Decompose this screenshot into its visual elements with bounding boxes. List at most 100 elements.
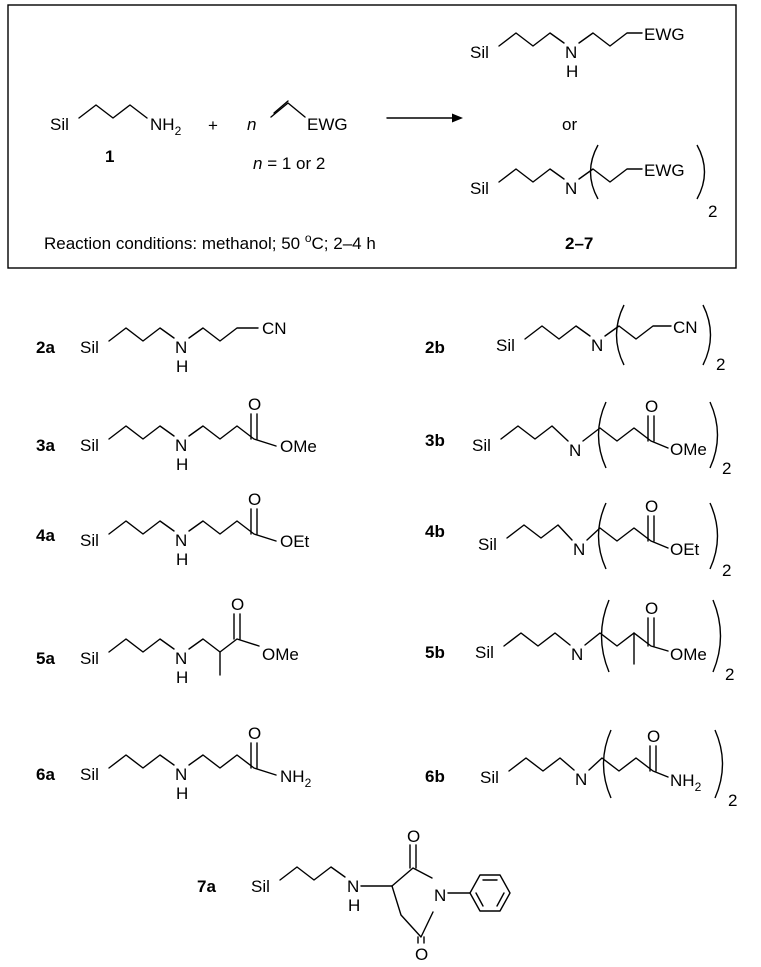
- reaction-conditions-text: Reaction conditions: methanol; 50 oC; 2–…: [44, 231, 376, 253]
- compound-3a-structure: 3a Sil N H O OMe: [36, 395, 317, 474]
- reagent-structure: n EWG n = 1 or 2: [247, 100, 348, 173]
- plus-sign: +: [208, 116, 218, 135]
- compound-3a-h: H: [176, 455, 188, 474]
- compound-5b-chain-right: [584, 632, 669, 652]
- product-bis-ewg-label: EWG: [644, 161, 685, 180]
- compound-4b-label: 4b: [425, 522, 445, 541]
- compound-4b-left-paren: [597, 502, 607, 570]
- reaction-arrow: [386, 113, 463, 123]
- reactant-chain: [78, 104, 148, 119]
- compound-5b-left-paren: [600, 599, 610, 673]
- compound-2b-structure: 2b Sil N CN 2: [425, 304, 725, 374]
- vinyl-bond: [270, 102, 306, 118]
- compound-2b-n: N: [591, 336, 603, 355]
- product-mono-h-label: H: [566, 62, 578, 81]
- compound-5b-n: N: [571, 645, 583, 664]
- compound-4b-o: O: [645, 497, 658, 516]
- compound-5a-chain-right: [188, 638, 260, 653]
- product-mono-ewg-label: EWG: [644, 25, 685, 44]
- compound-4a-h: H: [176, 550, 188, 569]
- compound-6b-sil: Sil: [480, 768, 499, 787]
- compound-2a-chain-right: [188, 327, 259, 342]
- compound-6a-o: O: [248, 724, 261, 743]
- vinyl-double-bond: [273, 100, 289, 114]
- product-bis-chain-left: [498, 168, 565, 183]
- compound-4b-structure: 4b Sil N O OEt 2: [425, 497, 731, 580]
- compound-7a-o-top: O: [407, 827, 420, 846]
- compound-4b-right-paren: [709, 502, 719, 570]
- compound-6b-subscript: 2: [728, 791, 737, 810]
- compound-2b-chain-right: [604, 325, 672, 340]
- reactant-sil-label: Sil: [50, 115, 69, 134]
- compound-2b-group: CN: [673, 318, 698, 337]
- compound-3b-left-paren: [597, 401, 607, 469]
- compound-7a-label: 7a: [197, 877, 216, 896]
- compound-3b-sil: Sil: [472, 436, 491, 455]
- compound-3b-right-paren: [709, 401, 719, 469]
- compound-3b-label: 3b: [425, 431, 445, 450]
- compound-3a-sil: Sil: [80, 436, 99, 455]
- compound-2b-chain-left: [524, 325, 591, 340]
- compound-6b-left-paren: [602, 729, 612, 799]
- compound-7a-amine-n: N: [347, 877, 359, 896]
- compound-3a-chain-right: [188, 425, 277, 447]
- compound-5b-group: OMe: [670, 645, 707, 664]
- compound-4b-sil: Sil: [478, 535, 497, 554]
- compound-4b-group: OEt: [670, 540, 700, 559]
- products-range-label: 2–7: [565, 234, 593, 253]
- compound-3b-group: OMe: [670, 440, 707, 459]
- compound-6b-chain-right: [588, 757, 669, 778]
- compound-3b-subscript: 2: [722, 459, 731, 478]
- compound-2a-group: CN: [262, 319, 287, 338]
- product-bis-n-label: N: [565, 179, 577, 198]
- compound-7a-chain: [279, 866, 346, 881]
- compound-4b-chain-left: [506, 524, 573, 541]
- compound-4b-chain-right: [586, 527, 669, 549]
- compound-6b-right-paren: [714, 729, 724, 799]
- compound-6a-h: H: [176, 784, 188, 803]
- compound-3b-o: O: [645, 397, 658, 416]
- product-bis-chain-right: [578, 168, 643, 183]
- compound-2a-chain-left: [108, 327, 175, 342]
- compound-2b-sil: Sil: [496, 336, 515, 355]
- compound-5a-label: 5a: [36, 649, 55, 668]
- compound-7a-sil: Sil: [251, 877, 270, 896]
- compound-6a-group: NH2: [280, 767, 312, 790]
- compound-6b-o: O: [647, 727, 660, 746]
- compound-4a-n: N: [175, 531, 187, 550]
- compound-5b-structure: 5b Sil N O OMe 2: [425, 599, 734, 684]
- compound-4b-n: N: [573, 540, 585, 559]
- compound-1-label: 1: [105, 147, 114, 166]
- compound-6b-chain-left: [508, 757, 575, 772]
- product-mono-sil-label: Sil: [470, 43, 489, 62]
- compound-2b-left-paren: [615, 304, 625, 366]
- compound-2b-right-paren: [702, 304, 712, 366]
- compound-4a-o: O: [248, 490, 261, 509]
- compound-4a-label: 4a: [36, 526, 55, 545]
- product-bis-left-paren: [589, 144, 599, 200]
- compound-6a-chain-right: [188, 754, 277, 776]
- compound-4b-subscript: 2: [722, 561, 731, 580]
- compound-7a-phenyl-double-3: [475, 892, 484, 907]
- compound-3b-chain-right: [582, 427, 669, 449]
- compound-6a-label: 6a: [36, 765, 55, 784]
- compound-5b-sil: Sil: [475, 643, 494, 662]
- compound-6b-n: N: [575, 770, 587, 789]
- compound-7a-amine-h: H: [348, 896, 360, 915]
- compound-7a-o-bottom: O: [415, 945, 428, 964]
- compound-7a-ring-bottom: [391, 885, 434, 938]
- product-bis-subscript: 2: [708, 202, 717, 221]
- compound-5a-n: N: [175, 649, 187, 668]
- compound-2a-n: N: [175, 338, 187, 357]
- compound-4a-chain-right: [188, 520, 277, 542]
- compound-2a-sil: Sil: [80, 338, 99, 357]
- compound-5a-structure: 5a Sil N H O OMe: [36, 595, 299, 687]
- product-mono-structure: Sil N H EWG: [470, 25, 685, 81]
- compound-3b-structure: 3b Sil N O OMe 2: [425, 397, 731, 478]
- reagent-n-label: n: [247, 115, 256, 134]
- reagent-ewg-label: EWG: [307, 115, 348, 134]
- compound-5a-h: H: [176, 668, 188, 687]
- compound-2a-label: 2a: [36, 338, 55, 357]
- or-text: or: [562, 115, 577, 134]
